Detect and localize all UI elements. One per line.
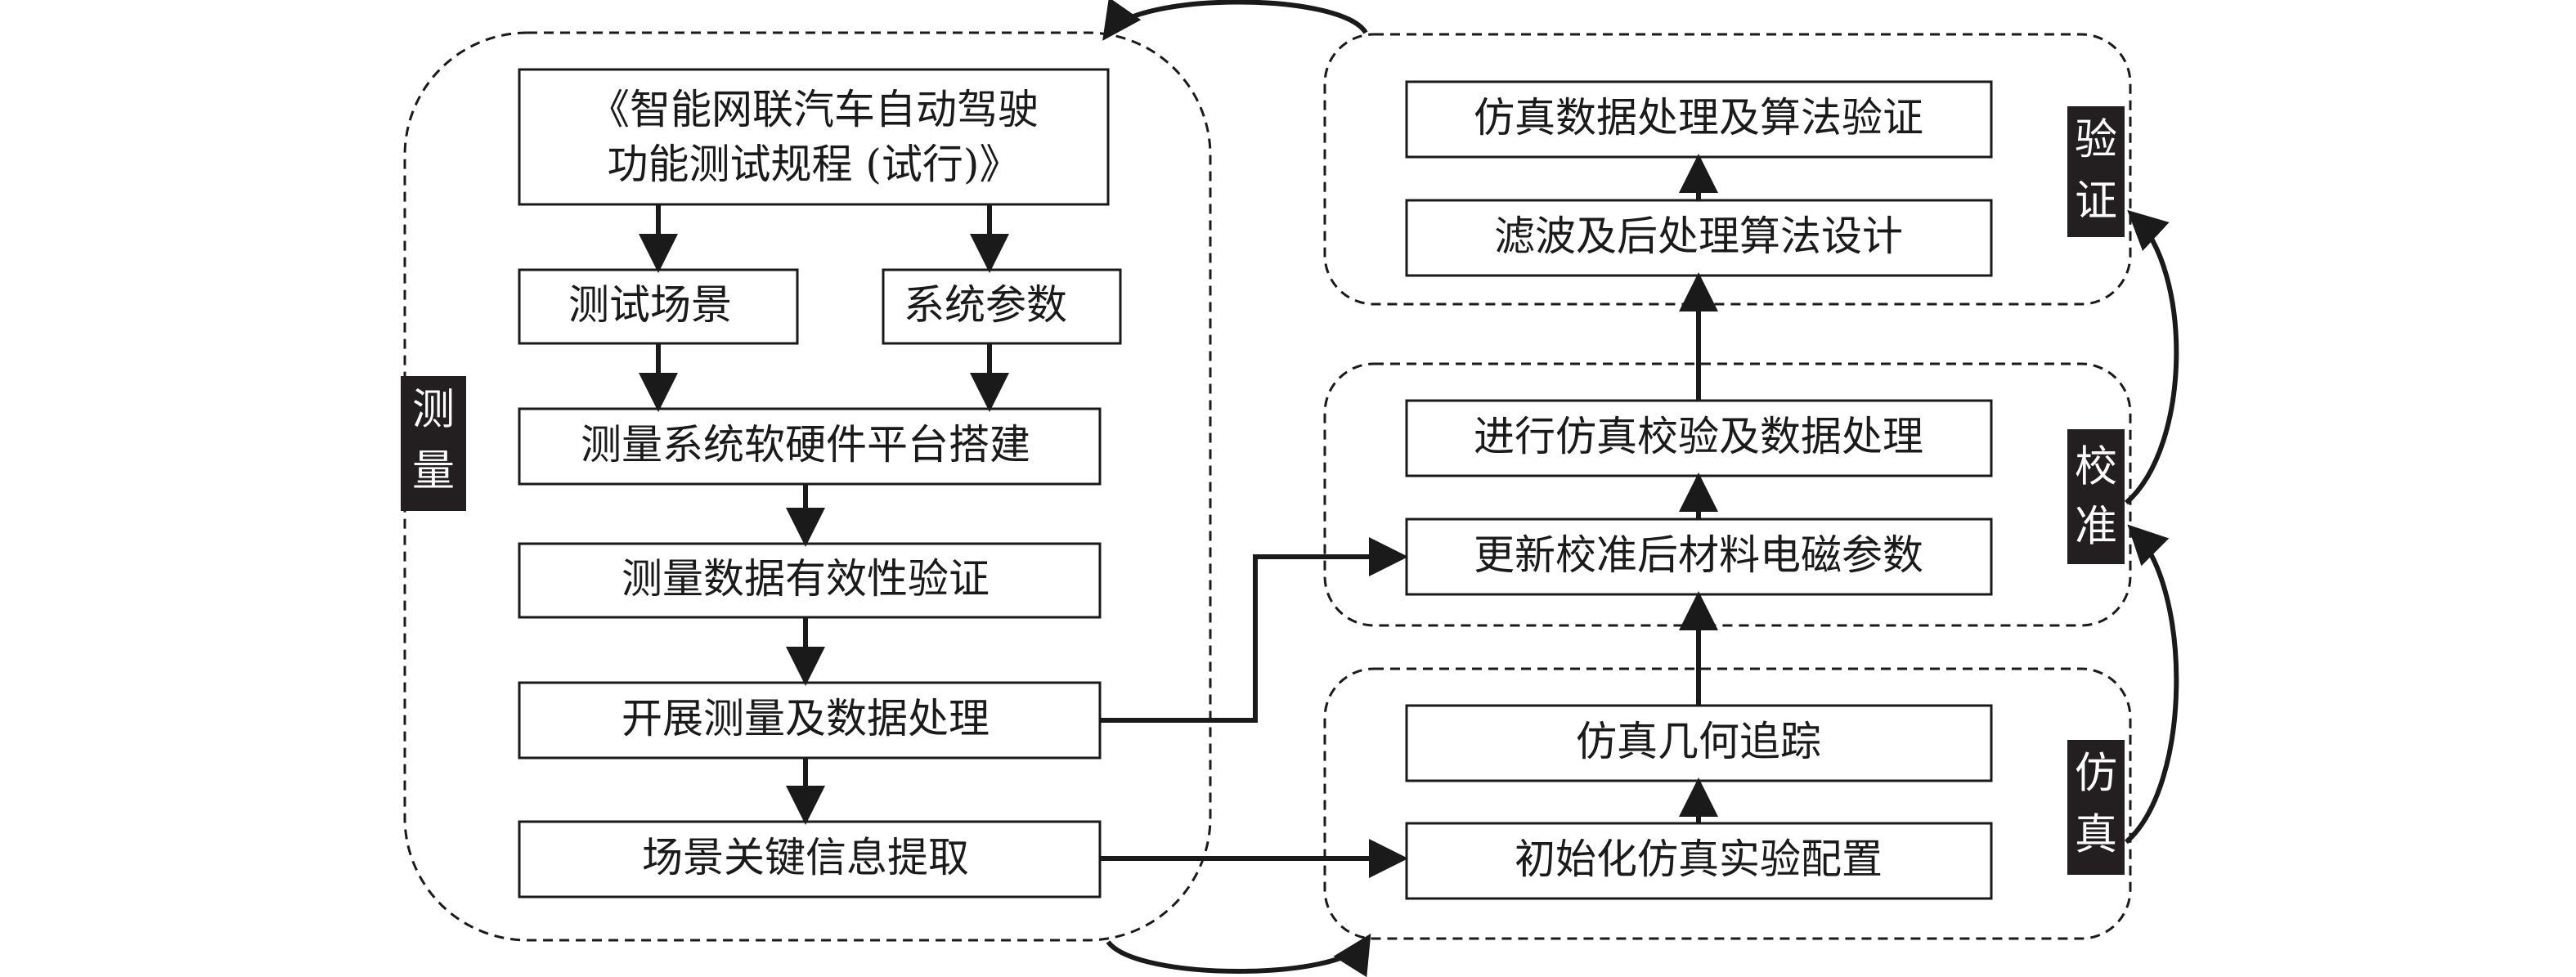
scene-extract-label: 场景关键信息提取 [642, 834, 969, 881]
verify-group [1323, 33, 2132, 306]
verify-tag-char2: 证 [2075, 177, 2117, 226]
scene-extract-node: 场景关键信息提取 [518, 820, 1102, 899]
sim-algo-verify-label: 仿真数据处理及算法验证 [1474, 94, 1923, 141]
simulate-tag: 仿 真 [2067, 740, 2125, 875]
measure-process-label: 开展测量及数据处理 [622, 695, 990, 742]
test-scene-label: 测试场景 [568, 281, 732, 329]
spec-line1: 《智能网联汽车自动驾驶 [589, 86, 1039, 133]
sim-check-node: 进行仿真校验及数据处理 [1405, 399, 1993, 477]
measure-process-node: 开展测量及数据处理 [518, 681, 1102, 760]
platform-build-node: 测量系统软硬件平台搭建 [518, 407, 1102, 486]
data-validation-label: 测量数据有效性验证 [622, 555, 990, 603]
curve-bottom-loop [1106, 933, 1371, 977]
arrow-process-to-update-params [1100, 537, 1408, 723]
calibrate-tag: 校 准 [2067, 429, 2125, 564]
measure-tag-char2: 量 [412, 447, 455, 496]
system-params-label: 系统参数 [904, 281, 1067, 329]
init-config-node: 初始化仿真实验配置 [1405, 822, 1993, 900]
filter-design-node: 滤波及后处理算法设计 [1405, 199, 1993, 277]
sim-algo-verify-node: 仿真数据处理及算法验证 [1405, 80, 1993, 159]
calibrate-tag-char2: 准 [2075, 503, 2117, 552]
system-params-node: 系统参数 [882, 268, 1122, 345]
calibrate-group [1323, 362, 2132, 627]
calibrate-tag-char1: 校 [2075, 443, 2117, 492]
filter-design-label: 滤波及后处理算法设计 [1494, 213, 1903, 260]
simulate-group [1323, 667, 2132, 940]
platform-build-label: 测量系统软硬件平台搭建 [581, 421, 1030, 468]
curve-simulate-to-calibrate [2125, 524, 2179, 845]
geo-trace-label: 仿真几何追踪 [1576, 718, 1821, 765]
init-config-label: 初始化仿真实验配置 [1515, 836, 1883, 883]
simulate-tag-char2: 真 [2075, 811, 2117, 860]
measure-tag-char1: 测 [412, 386, 455, 435]
update-params-node: 更新校准后材料电磁参数 [1405, 518, 1993, 596]
curve-calibrate-to-verify [2125, 209, 2179, 505]
spec-node: 《智能网联汽车自动驾驶 功能测试规程 (试行)》 [518, 68, 1110, 206]
sim-check-label: 进行仿真校验及数据处理 [1474, 413, 1923, 460]
verify-tag: 验 证 [2067, 106, 2125, 237]
simulate-tag-char1: 仿 [2075, 750, 2117, 799]
geo-trace-node: 仿真几何追踪 [1405, 704, 1993, 782]
update-params-label: 更新校准后材料电磁参数 [1474, 531, 1923, 579]
test-scene-node: 测试场景 [518, 268, 799, 345]
data-validation-node: 测量数据有效性验证 [518, 542, 1102, 619]
verify-tag-char1: 验 [2075, 116, 2117, 165]
curve-top-loop [1102, 0, 1368, 41]
spec-line2: 功能测试规程 (试行)》 [608, 141, 1021, 188]
measure-tag: 测 量 [401, 376, 466, 511]
